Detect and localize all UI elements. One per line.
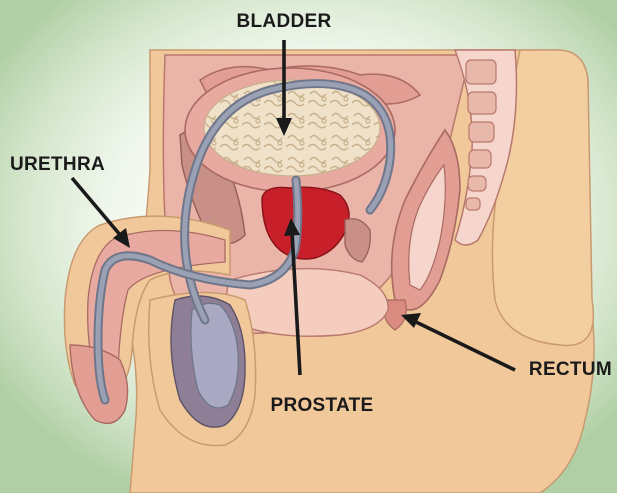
label-prostate: PROSTATE [270,395,373,416]
label-bladder: BLADDER [237,11,332,32]
label-rectum: RECTUM [529,359,612,380]
label-urethra: URETHRA [10,154,105,175]
